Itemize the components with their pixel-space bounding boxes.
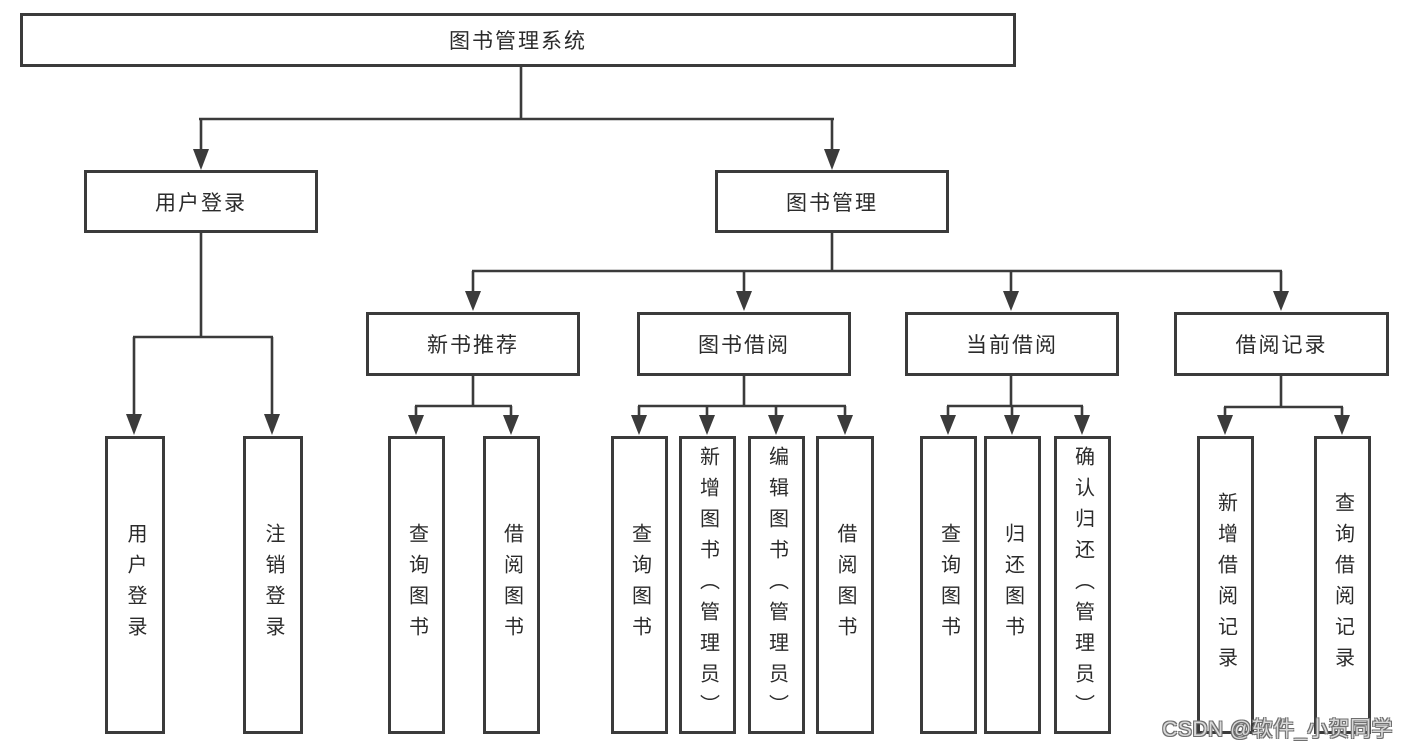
leaf-borrow-edit-book-admin-label: 编辑图书（管理员） (765, 445, 788, 725)
leaf-borrow-query-book-label: 查询图书 (628, 523, 651, 647)
connector-current-borrow-children (940, 376, 1090, 435)
leaf-user-login: 用户登录 (105, 436, 165, 734)
leaf-newbook-query-book: 查询图书 (388, 436, 445, 734)
leaf-current-query-book: 查询图书 (920, 436, 977, 734)
leaf-borrow-borrow-book: 借阅图书 (816, 436, 874, 734)
node-borrow-record-label: 借阅记录 (1235, 334, 1328, 357)
node-current-borrow-label: 当前借阅 (966, 334, 1058, 357)
leaf-borrow-query-book: 查询图书 (611, 436, 668, 734)
connector-new-book-children (408, 376, 519, 435)
node-user-login-label: 用户登录 (155, 191, 247, 215)
node-root-system-label: 图书管理系统 (449, 30, 587, 53)
leaf-current-return-book: 归还图书 (984, 436, 1041, 734)
leaf-current-return-book-label: 归还图书 (1001, 523, 1024, 647)
leaf-newbook-borrow-book-label: 借阅图书 (500, 523, 523, 647)
leaf-record-query-record-label: 查询借阅记录 (1331, 492, 1354, 678)
leaf-record-query-record: 查询借阅记录 (1314, 436, 1371, 734)
node-new-book-recommend-label: 新书推荐 (427, 334, 519, 357)
leaf-current-query-book-label: 查询图书 (937, 523, 960, 647)
leaf-borrow-add-book-admin: 新增图书（管理员） (679, 436, 736, 734)
node-borrow-record: 借阅记录 (1174, 312, 1389, 376)
leaf-logout-label: 注销登录 (262, 523, 284, 647)
leaf-newbook-query-book-label: 查询图书 (405, 523, 428, 647)
node-book-management-label: 图书管理 (786, 191, 878, 215)
node-new-book-recommend: 新书推荐 (366, 312, 580, 376)
connector-root-to-level2 (193, 67, 840, 170)
leaf-user-login-label: 用户登录 (124, 523, 146, 647)
node-book-borrow: 图书借阅 (637, 312, 851, 376)
leaf-borrow-borrow-book-label: 借阅图书 (834, 523, 856, 647)
leaf-record-add-record-label: 新增借阅记录 (1214, 492, 1237, 678)
connector-book-borrow-children (631, 376, 853, 435)
leaf-logout: 注销登录 (243, 436, 303, 734)
connector-user-login-children (126, 233, 280, 435)
node-current-borrow: 当前借阅 (905, 312, 1119, 376)
csdn-watermark: CSDN @软件_小贺同学 (1162, 718, 1393, 741)
leaf-newbook-borrow-book: 借阅图书 (483, 436, 540, 734)
node-book-borrow-label: 图书借阅 (698, 334, 790, 357)
node-user-login: 用户登录 (84, 170, 318, 233)
node-root-system: 图书管理系统 (20, 13, 1016, 67)
connector-book-mgmt-children (465, 233, 1289, 311)
leaf-borrow-edit-book-admin: 编辑图书（管理员） (748, 436, 805, 734)
leaf-current-confirm-return-admin: 确认归还（管理员） (1054, 436, 1111, 734)
node-book-management: 图书管理 (715, 170, 949, 233)
leaf-current-confirm-return-admin-label: 确认归还（管理员） (1071, 445, 1094, 725)
leaf-borrow-add-book-admin-label: 新增图书（管理员） (696, 445, 719, 725)
leaf-record-add-record: 新增借阅记录 (1197, 436, 1254, 734)
connector-borrow-record-children (1217, 376, 1350, 435)
